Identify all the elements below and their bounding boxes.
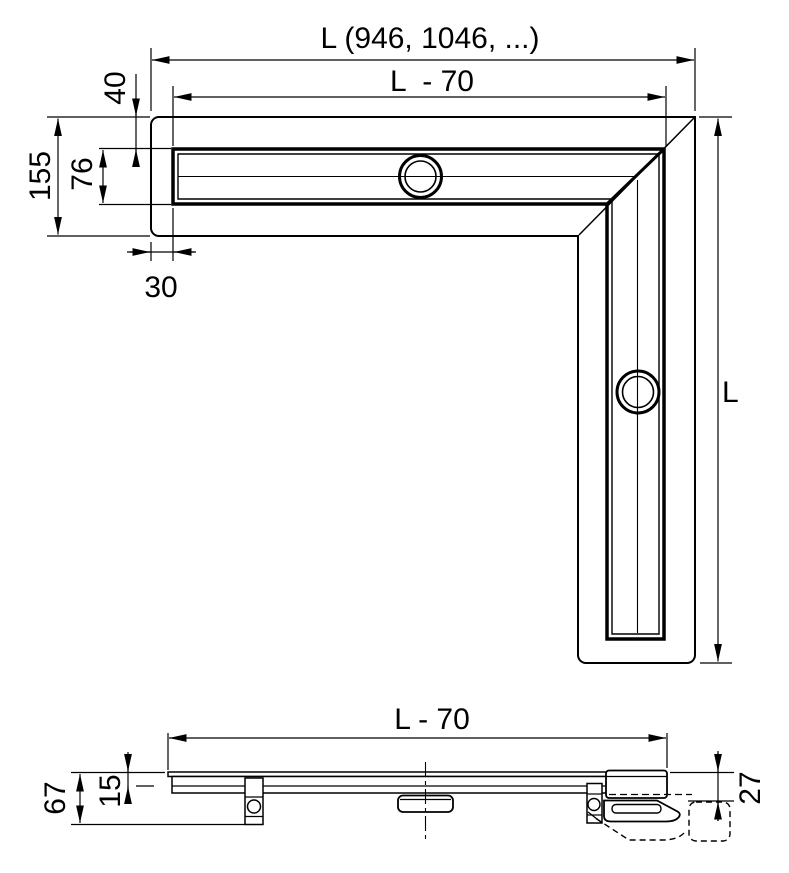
mounting-foot-right — [586, 782, 603, 824]
top-view: L (946, 1046, ...) L - 70 40 76 — [24, 22, 739, 664]
dim-total-height: 67 — [39, 771, 246, 826]
dim-15-label: 15 — [94, 774, 127, 807]
dim-155-label: 155 — [24, 151, 57, 201]
siphon-inner-bar — [611, 803, 662, 814]
drain-outlet-top — [398, 154, 443, 199]
dim-leg-length: L — [699, 116, 739, 664]
dim-grate-length-label: L - 70 — [390, 65, 474, 98]
drain-outlet-right — [615, 369, 661, 415]
drain-housing — [595, 769, 731, 842]
dim-67-label: 67 — [39, 781, 72, 814]
dim-end-offset: 30 — [127, 208, 196, 304]
siphon-hidden-path — [595, 817, 686, 841]
dim-edge-height: 15 — [94, 752, 154, 808]
dim-grate-length-top: L - 70 — [172, 65, 667, 146]
side-view: L - 70 — [39, 703, 767, 842]
foot-hole — [587, 797, 601, 812]
outlet-circle-outer — [615, 369, 661, 415]
siphon-hidden-outline — [688, 801, 731, 842]
dim-27-label: 27 — [734, 771, 767, 804]
dim-grate-length-side-label: L - 70 — [394, 703, 470, 736]
dim-76-label: 76 — [66, 157, 99, 190]
outlet-circle-outer — [398, 154, 443, 199]
housing-body — [605, 769, 668, 799]
corner-mitre-line-grate — [605, 147, 666, 206]
dim-grate-width: 76 — [66, 150, 171, 206]
dim-overall-length-label: L (946, 1046, ...) — [320, 22, 539, 55]
dim-overall-length: L (946, 1046, ...) — [150, 22, 696, 111]
outlet-circle-inner — [621, 375, 655, 409]
dim-outlet-height: 27 — [670, 751, 767, 821]
dim-body-width: 155 — [24, 116, 150, 237]
foot-hole — [246, 799, 262, 814]
dim-40-label: 40 — [99, 71, 132, 104]
dim-grate-length-side: L - 70 — [167, 703, 668, 770]
outlet-circle-inner — [404, 160, 437, 193]
mounting-foot-left — [244, 777, 264, 826]
dim-L-label: L — [722, 376, 739, 409]
dim-30-label: 30 — [144, 271, 177, 304]
outlet-connector — [397, 762, 454, 841]
